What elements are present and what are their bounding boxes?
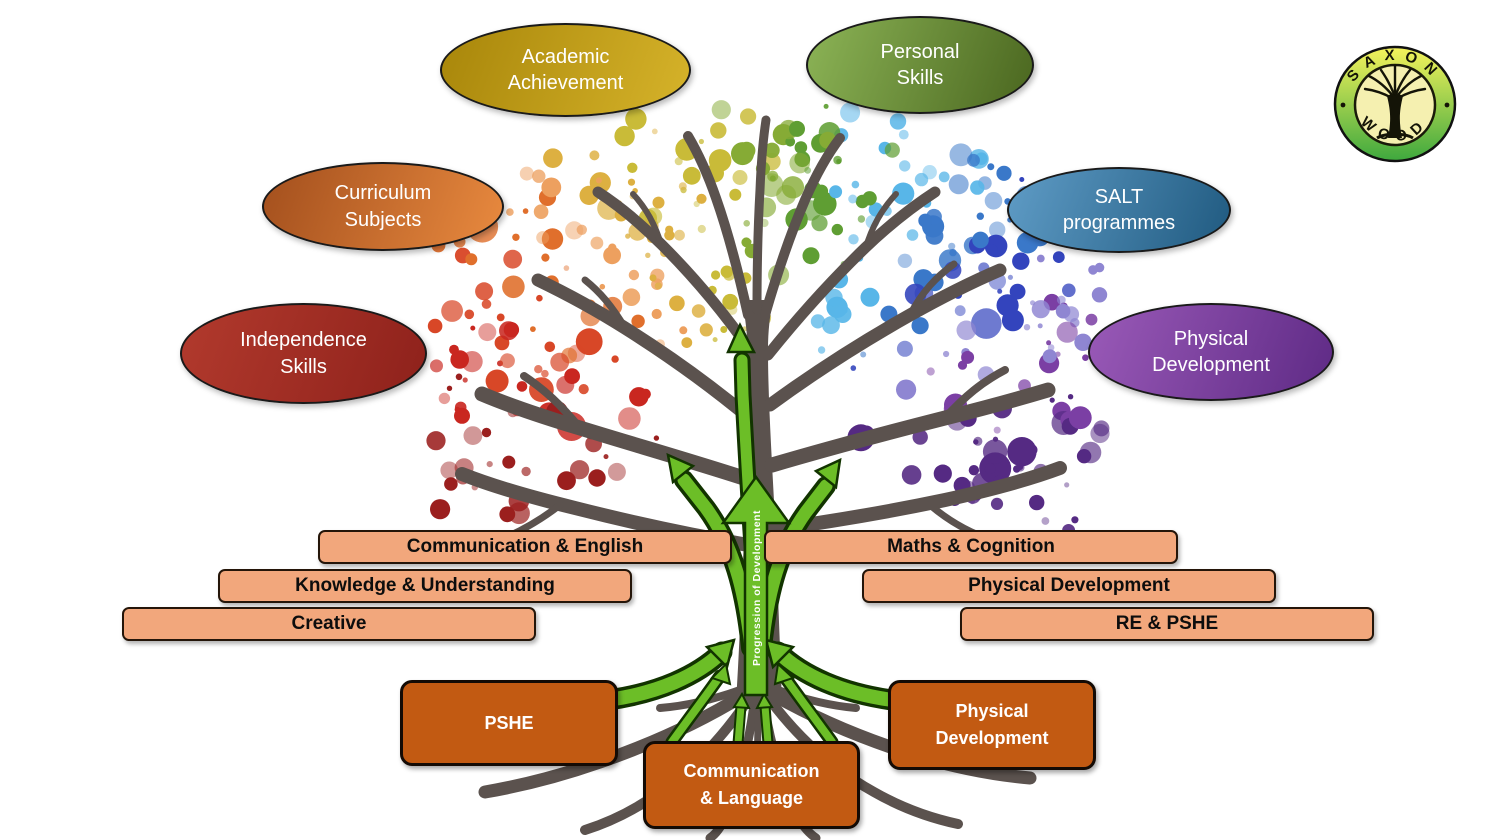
bubble-label-line: Personal — [880, 40, 960, 63]
bubble-label-line: programmes — [1062, 212, 1176, 234]
bubble-label-line: Skills — [280, 355, 327, 378]
box-label-line: Communication — [683, 761, 820, 781]
box-communication-language: Communication & Language — [643, 741, 860, 829]
bubble-curriculum-subjects: Curriculum Subjects — [262, 162, 504, 251]
bubble-label-line: Physical — [1173, 327, 1249, 350]
bubble-salt-programmes: SALT programmes — [1007, 167, 1231, 253]
box-label-line: Development — [935, 728, 1049, 748]
bubble-label-line: Independence — [240, 329, 367, 352]
bubble-personal-skills: Personal Skills — [806, 16, 1034, 114]
bar-creative: Creative — [122, 607, 536, 641]
box-pshe: PSHE — [400, 680, 618, 766]
trunk-arrow: Progression of Development — [720, 474, 792, 697]
bar-maths-cognition: Maths & Cognition — [764, 530, 1178, 564]
box-label-line: Physical — [955, 701, 1029, 721]
bubble-label-line: Academic — [521, 45, 610, 68]
bubble-label-line: Achievement — [507, 72, 624, 94]
bubble-physical-development: Physical Development — [1088, 303, 1334, 401]
bar-communication-english: Communication & English — [318, 530, 732, 564]
bubble-label-line: Development — [1152, 354, 1270, 376]
tree-branches — [455, 115, 1067, 840]
tree-dots — [426, 100, 1110, 537]
bar-physical-development: Physical Development — [862, 569, 1276, 603]
bubble-label-line: Skills — [896, 67, 944, 89]
box-label-line: PSHE — [484, 712, 534, 733]
growth-arrows: Progression of Development — [597, 322, 903, 762]
bubble-independence-skills: Independence Skills — [180, 303, 427, 404]
bubble-label-line: Subjects — [344, 208, 422, 231]
logo-tree-icon — [1340, 64, 1450, 140]
box-label-line: & Language — [699, 788, 803, 808]
bar-re-pshe: RE & PSHE — [960, 607, 1374, 641]
bubble-label-line: SALT — [1094, 185, 1144, 208]
box-physical-development: Physical Development — [888, 680, 1096, 770]
bubble-academic-achievement: Academic Achievement — [440, 23, 691, 117]
bubble-label-line: Curriculum — [334, 182, 432, 205]
saxon-wood-logo: SAXON WOOD — [1333, 45, 1457, 163]
progression-label: Progression of Development — [751, 510, 763, 666]
bar-knowledge-understanding: Knowledge & Understanding — [218, 569, 632, 603]
